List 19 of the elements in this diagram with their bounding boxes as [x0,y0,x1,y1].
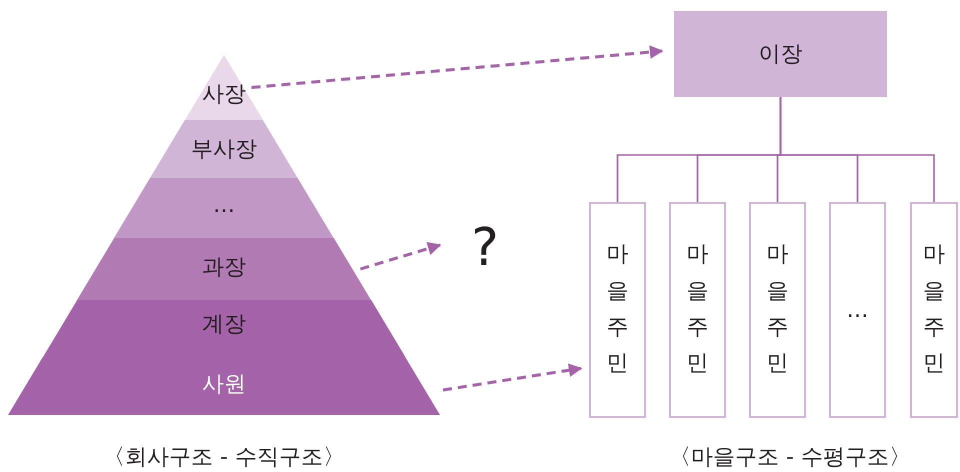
level-label: 계장 [202,312,246,337]
connector-line [780,97,935,202]
caption: 〈마을구조 - 수평구조〉 [669,444,911,472]
caption: 〈회사구조 - 수직구조〉 [103,444,345,472]
level-label: … [212,193,235,218]
dashed-arrow [360,242,442,270]
level-label: 과장 [202,255,246,280]
level-label: 부사장 [190,137,257,162]
head-box: 이장 [674,11,887,97]
question-mark: ? [462,218,508,278]
dashed-arrow [251,45,664,89]
member-box: … [829,202,886,418]
dashed-arrow [442,364,582,392]
member-box: 마을주민 [910,202,958,418]
level-label: 사원 [202,372,246,397]
member-box: 마을주민 [589,202,646,418]
level-label: 사장 [202,82,246,107]
member-box: 마을주민 [749,202,806,418]
member-box: 마을주민 [669,202,726,418]
